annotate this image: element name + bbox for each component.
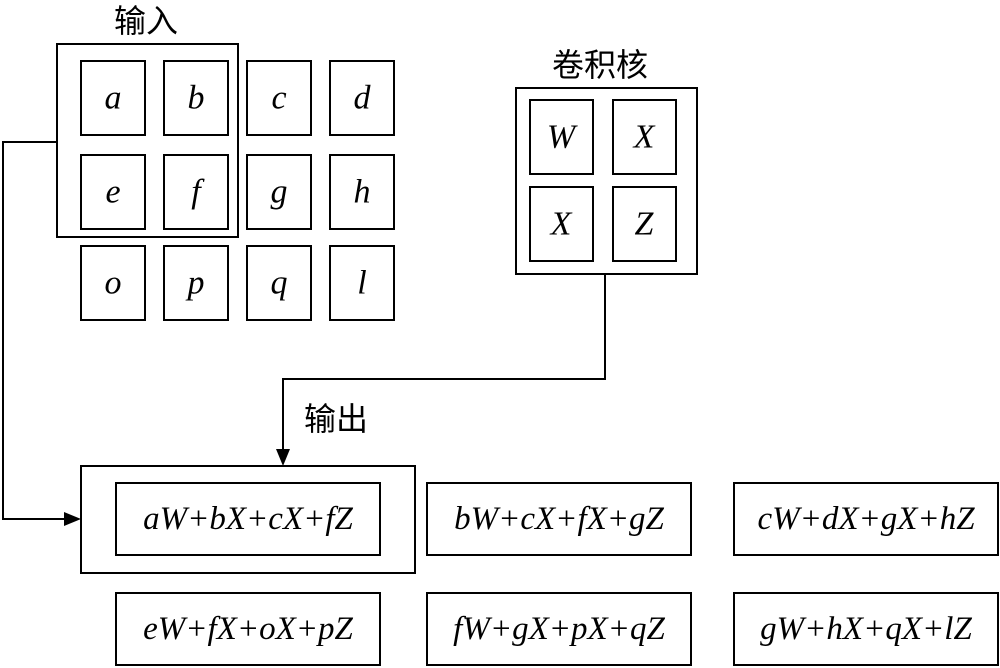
input-cell: d	[354, 80, 372, 117]
input-cell: b	[188, 80, 205, 117]
output-cell-box	[733, 482, 999, 556]
output-cell: bW+cX+fX+gZ	[454, 501, 664, 537]
output-cell-box	[115, 482, 381, 556]
output-cell-box	[426, 482, 692, 556]
output-cell: gW+hX+qX+lZ	[760, 611, 972, 647]
input-cell: g	[271, 174, 288, 211]
kernel-cell: W	[547, 119, 578, 156]
input-cell-box	[80, 60, 146, 136]
input-cell: c	[271, 80, 286, 117]
output-highlight-frame	[80, 465, 416, 574]
input-cell: p	[186, 265, 205, 302]
input-cell-box	[163, 245, 229, 321]
kernel-cell: Z	[635, 206, 655, 243]
input-cell-box	[329, 154, 395, 230]
output-matrix: aW+bX+cX+fZ bW+cX+fX+gZ cW+dX+gX+hZ eW+f…	[115, 482, 999, 666]
input-cell-box	[246, 60, 312, 136]
input-cell: o	[105, 265, 122, 302]
kernel-matrix: W X X Z	[529, 99, 677, 262]
input-cell-box	[80, 245, 146, 321]
output-cell-box	[115, 592, 381, 666]
output-cell: aW+bX+cX+fZ	[143, 501, 353, 537]
input-cell: q	[271, 265, 288, 302]
input-cell-box	[246, 154, 312, 230]
input-cell-box	[246, 245, 312, 321]
output-cell-box	[426, 592, 692, 666]
input-to-output-connector	[2, 141, 66, 520]
input-cell-box	[163, 154, 229, 230]
input-cell: h	[354, 174, 371, 211]
kernel-cell: X	[549, 206, 573, 243]
kernel-cell-box	[529, 99, 594, 175]
input-cell: f	[191, 174, 205, 211]
input-cell-box	[329, 245, 395, 321]
kernel-cell: X	[632, 119, 656, 156]
output-cell-box	[733, 592, 999, 666]
input-cell: a	[105, 80, 122, 117]
output-cell: eW+fX+oX+pZ	[143, 611, 353, 647]
input-matrix: a b c d e f g h o p q l	[80, 60, 395, 321]
input-to-output-arrowhead	[64, 512, 81, 526]
input-cell: e	[105, 174, 120, 211]
kernel-to-output-arrowhead	[276, 449, 290, 466]
kernel-cell-box	[612, 99, 677, 175]
input-label: 输入	[114, 2, 178, 40]
input-cell: l	[357, 265, 366, 302]
input-cell-box	[163, 60, 229, 136]
input-cell-box	[80, 154, 146, 230]
kernel-label: 卷积核	[552, 46, 648, 84]
output-label: 输出	[304, 400, 368, 438]
input-receptive-field-frame	[56, 43, 239, 238]
kernel-to-output-connector	[282, 274, 606, 452]
input-cell-box	[329, 60, 395, 136]
kernel-cell-box	[529, 186, 594, 262]
output-cell: fW+gX+pX+qZ	[453, 611, 665, 647]
output-cell: cW+dX+gX+hZ	[757, 501, 975, 537]
kernel-frame	[515, 87, 698, 275]
kernel-cell-box	[612, 186, 677, 262]
